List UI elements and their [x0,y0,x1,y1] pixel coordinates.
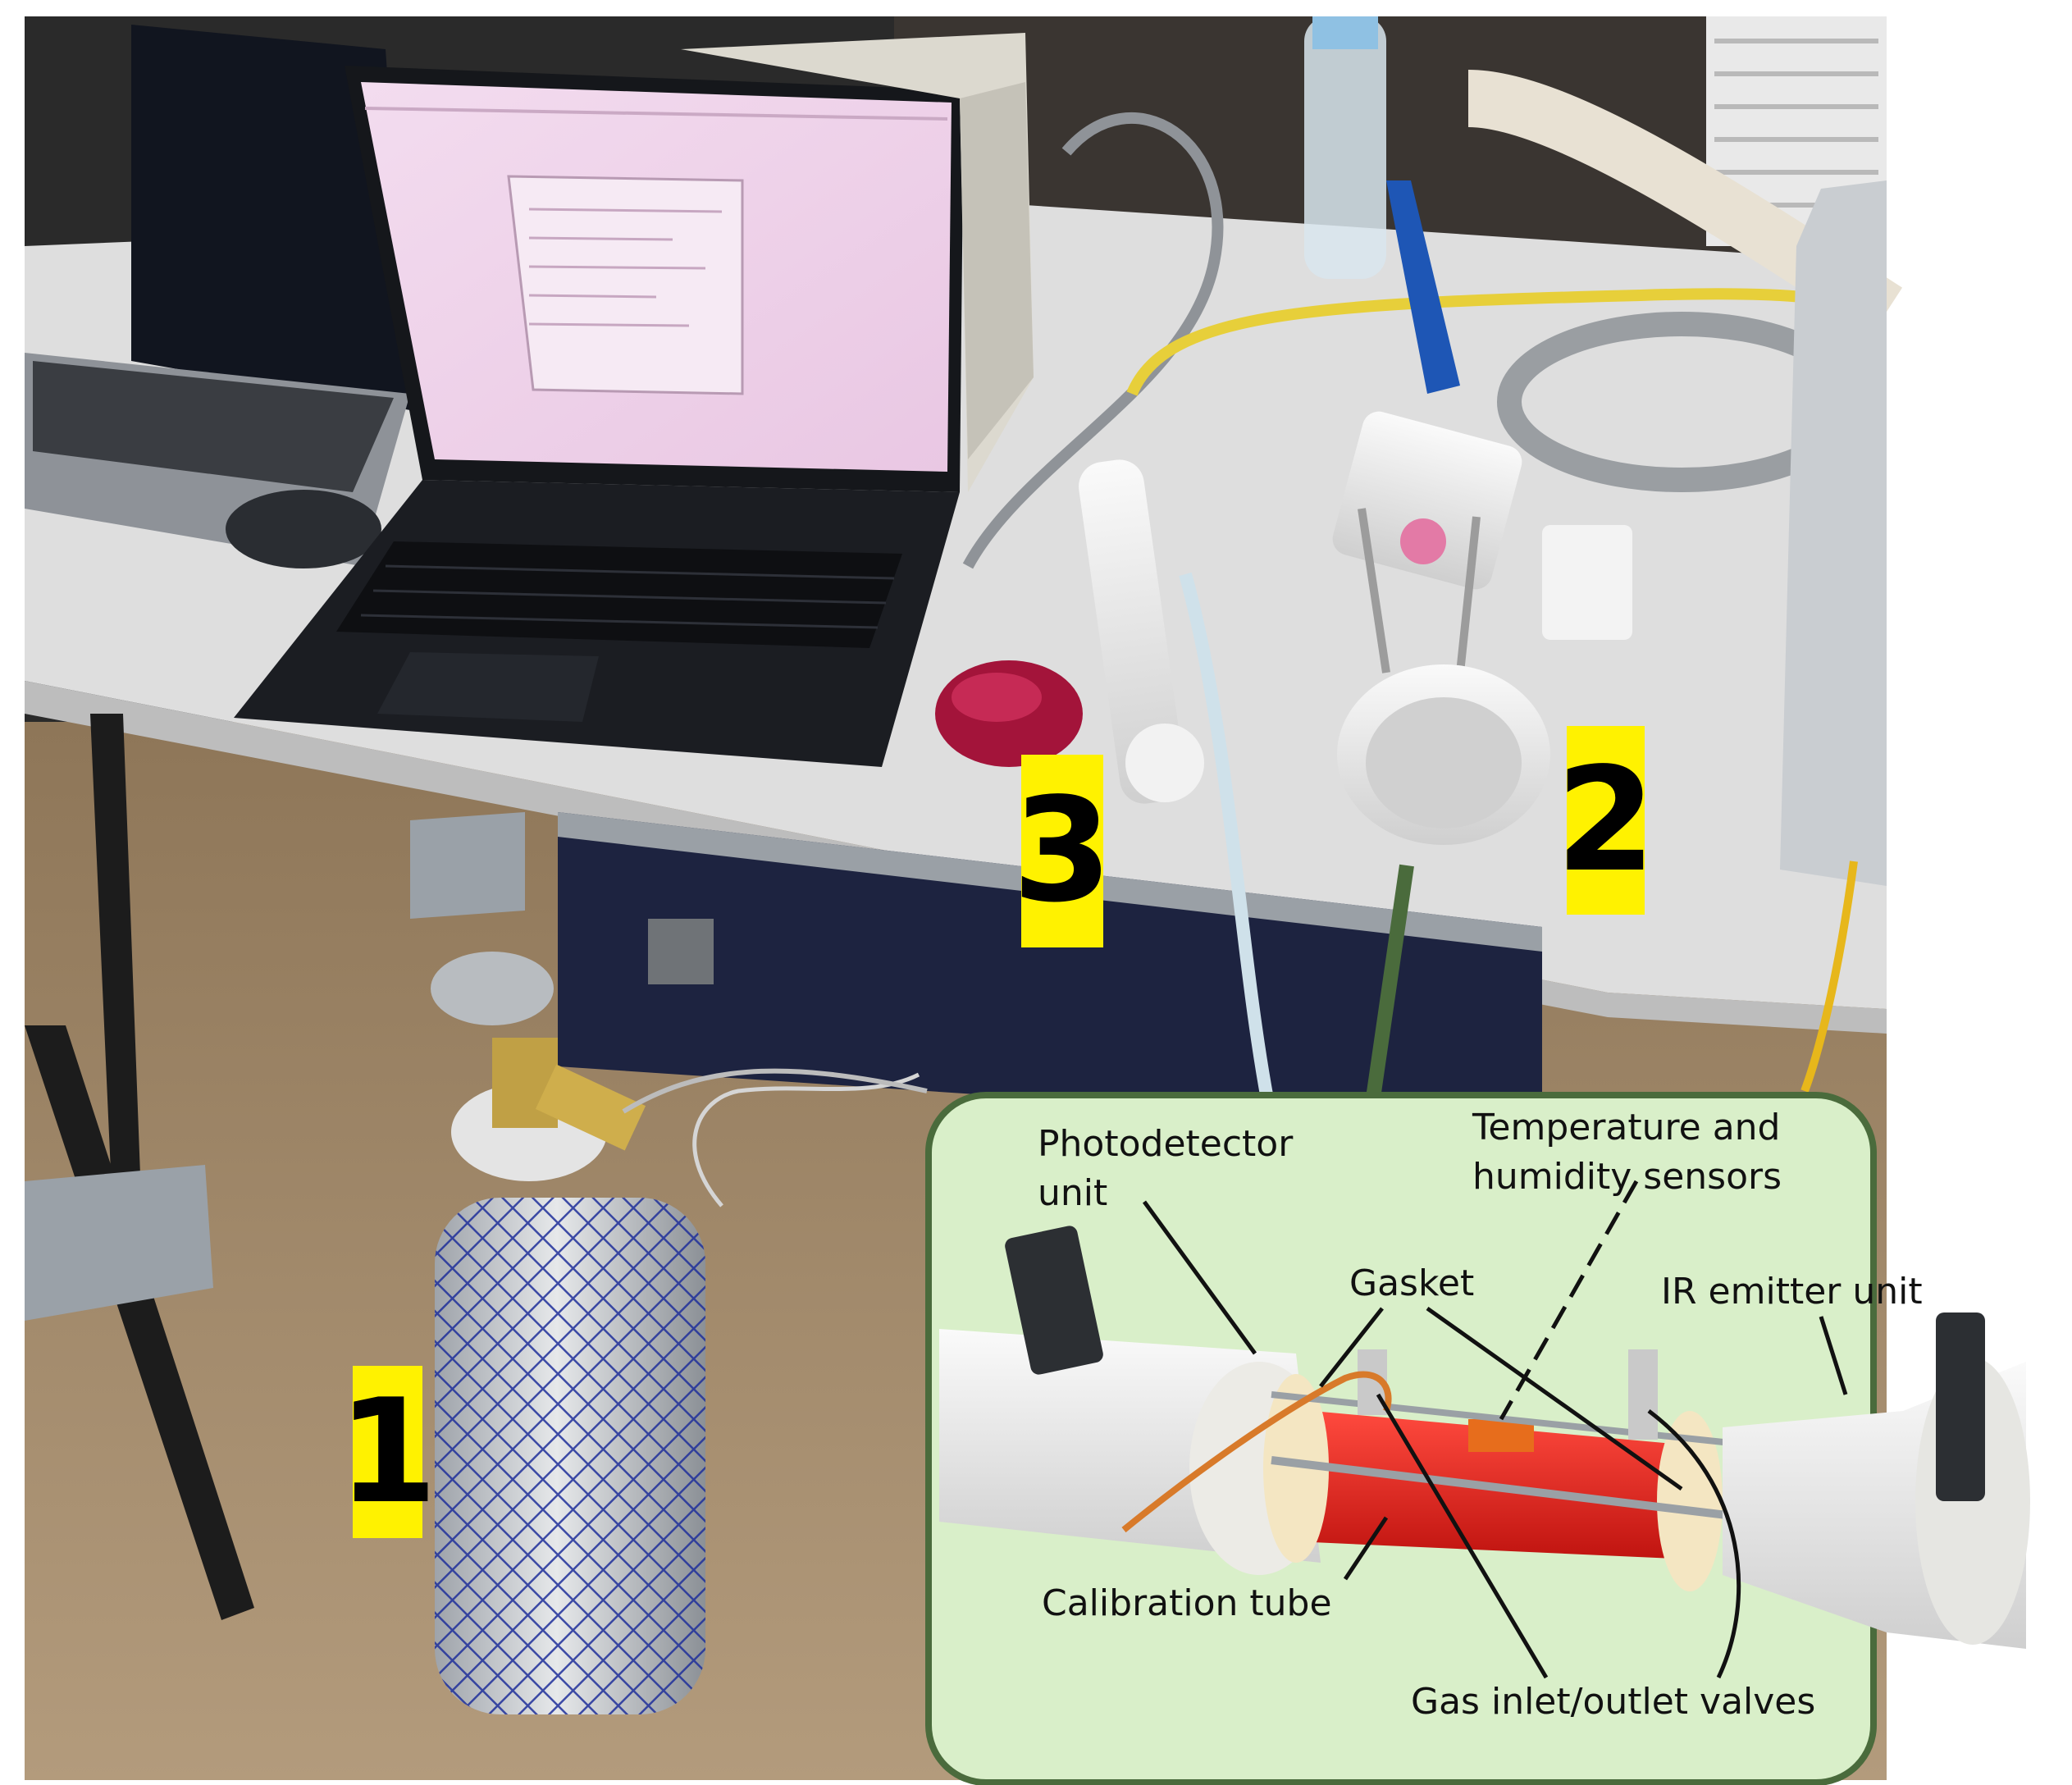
ir-emitter-connector [1936,1312,1985,1501]
photodetector-connector [1005,1226,1103,1375]
pointer-arrow [1361,864,1414,1134]
grey-cable [962,112,1224,569]
leader-calibration [1343,1516,1389,1581]
leader-gasket-left [1319,1307,1384,1388]
label-photodetector-unit: Photodetector unit [1038,1120,1293,1218]
water-bottle [1304,16,1386,279]
label-calibration-tube: Calibration tube [1042,1582,1332,1624]
desk-leg [25,1025,254,1620]
valve-knob [431,952,554,1025]
instrument-right [1780,180,1887,886]
gasket-left [1263,1374,1329,1563]
power-adapter [1542,525,1632,640]
gasket-right [1657,1411,1723,1591]
leader-ir [1819,1316,1848,1395]
equipment-case [558,812,1542,1132]
cylinder-net [435,1198,705,1714]
leader-temp [1499,1180,1639,1421]
leader-valve-right [1647,1409,1741,1679]
label-gasket: Gasket [1349,1262,1475,1304]
blue-tube [1386,180,1460,394]
label-gas-valves: Gas inlet/outlet valves [1411,1681,1816,1723]
marker-3: 3 [1012,755,1112,947]
label-temp-line2: humidity sensors [1472,1156,1782,1198]
label-ir-emitter-unit: IR emitter unit [1661,1271,1923,1312]
label-photodetector-line1: Photodetector [1038,1123,1294,1165]
label-temperature-humidity: Temperature and humidity sensors [1472,1103,1782,1202]
label-photodetector-line2: unit [1038,1172,1108,1214]
label-temp-line1: Temperature and [1472,1107,1781,1148]
marker-1: 1 [338,1366,437,1538]
laptop-left-screen [131,25,410,410]
marker-2: 2 [1556,726,1655,915]
valve-outlet [1628,1349,1658,1440]
mouse-left [226,490,381,568]
tube-assembly [1079,459,1185,804]
temp-humidity-sensor [1468,1419,1534,1452]
leader-gasket-right [1426,1306,1683,1491]
instrument-box [681,33,1034,492]
thin-wire [692,1072,920,1208]
leader-valve-left [1376,1393,1549,1679]
leader-photodetector [1142,1200,1257,1355]
